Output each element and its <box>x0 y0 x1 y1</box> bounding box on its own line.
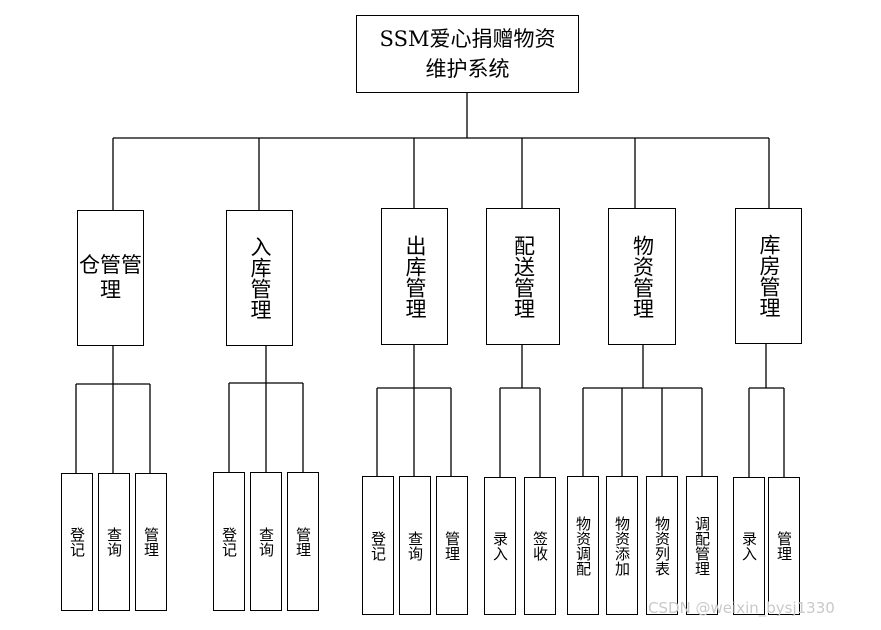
leaf-label: 签收 <box>531 531 549 561</box>
leaf-node: 物资列表 <box>646 476 678 615</box>
leaf-node: 查询 <box>250 472 282 611</box>
leaf-label: 物资列表 <box>653 515 671 576</box>
leaf-node: 管理 <box>135 473 167 611</box>
root-title: SSM爱心捐赠物资维护系统 <box>379 27 556 81</box>
leaf-label: 查询 <box>257 526 275 557</box>
leaf-label: 管理 <box>775 531 793 561</box>
module-label: 仓管管理 <box>79 253 142 302</box>
leaf-label: 录入 <box>740 531 758 561</box>
leaf-label: 查询 <box>406 530 424 561</box>
module-label: 物资管理 <box>630 234 655 319</box>
leaf-node: 物资调配 <box>567 476 599 615</box>
module-node-outbound: 出库管理 <box>381 208 448 345</box>
module-label: 配送管理 <box>511 234 536 319</box>
leaf-label: 录入 <box>491 531 509 561</box>
leaf-label: 管理 <box>443 530 461 561</box>
leaf-node: 录入 <box>733 477 765 615</box>
module-label: 出库管理 <box>403 234 427 319</box>
leaf-label: 管理 <box>142 527 160 557</box>
leaf-node: 登记 <box>362 476 394 615</box>
module-label: 入库管理 <box>248 236 272 320</box>
module-node-delivery: 配送管理 <box>486 208 560 345</box>
leaf-label: 登记 <box>220 526 238 557</box>
leaf-label: 物资添加 <box>613 515 631 576</box>
watermark: CSDN @weixin_bysj1330 <box>648 599 835 617</box>
leaf-label: 物资调配 <box>574 515 592 576</box>
module-label: 库房管理 <box>757 234 781 318</box>
leaf-node: 登记 <box>213 472 245 611</box>
module-node-storehouse: 库房管理 <box>735 208 802 344</box>
module-node-materials: 物资管理 <box>608 208 676 345</box>
leaf-label: 调配管理 <box>693 515 711 576</box>
leaf-label: 查询 <box>105 527 123 557</box>
leaf-node: 物资添加 <box>606 476 638 615</box>
leaf-node: 录入 <box>484 477 516 615</box>
leaf-node: 管理 <box>287 472 319 611</box>
leaf-node: 查询 <box>98 473 130 611</box>
leaf-label: 登记 <box>68 527 86 557</box>
module-node-warehouse-keeper: 仓管管理 <box>77 210 144 346</box>
leaf-label: 登记 <box>369 530 387 561</box>
leaf-node: 管理 <box>436 476 468 615</box>
leaf-node: 调配管理 <box>686 476 718 615</box>
leaf-node: 登记 <box>61 473 93 611</box>
leaf-label: 管理 <box>294 526 312 557</box>
leaf-node: 查询 <box>399 476 431 615</box>
root-node: SSM爱心捐赠物资维护系统 <box>356 15 579 93</box>
leaf-node: 签收 <box>524 477 556 615</box>
leaf-node: 管理 <box>768 477 800 615</box>
module-node-inbound: 入库管理 <box>226 210 293 346</box>
